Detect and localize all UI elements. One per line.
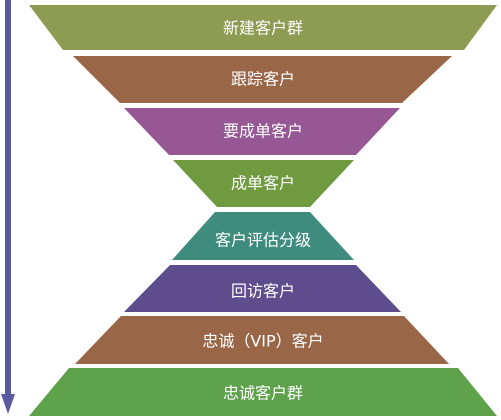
funnel-band-shape <box>124 108 400 155</box>
flow-arrow-shaft <box>5 0 11 396</box>
flow-arrow-head <box>1 394 15 414</box>
funnel-band-label: 要成单客户 <box>223 122 303 141</box>
funnel-band-label: 成单客户 <box>231 174 295 193</box>
funnel-band-customer-evaluation: 客户评估分级 <box>172 212 354 260</box>
funnel-band-label: 客户评估分级 <box>215 231 311 250</box>
funnel-band-label: 新建客户群 <box>223 19 303 38</box>
funnel-band-new-customer-group: 新建客户群 <box>29 5 497 50</box>
funnel-band-shape <box>124 265 401 312</box>
funnel-band-label: 忠诚（VIP）客户 <box>202 332 323 351</box>
funnel-band-shape <box>172 212 354 260</box>
flow-arrow <box>1 0 15 414</box>
funnel-band-shape <box>29 368 497 416</box>
funnel-band-label: 忠诚客户群 <box>223 384 303 403</box>
funnel-band-label: 跟踪客户 <box>231 70 295 89</box>
funnel-band-loyal-customer-group: 忠诚客户群 <box>29 368 497 416</box>
funnel-band-deal-customers: 成单客户 <box>173 160 354 207</box>
funnel-band-loyal-vip-customers: 忠诚（VIP）客户 <box>75 316 449 364</box>
funnel-band-shape <box>73 56 452 103</box>
funnel-band-tracking-customers: 跟踪客户 <box>73 56 452 103</box>
funnel-band-shape <box>75 316 449 364</box>
funnel-band-revisit-customers: 回访客户 <box>124 265 401 312</box>
funnel-band-label: 回访客户 <box>231 282 295 301</box>
funnel-band-shape <box>173 160 354 207</box>
funnel-band-shape <box>29 5 497 50</box>
funnel-band-pending-deal-customers: 要成单客户 <box>124 108 400 155</box>
